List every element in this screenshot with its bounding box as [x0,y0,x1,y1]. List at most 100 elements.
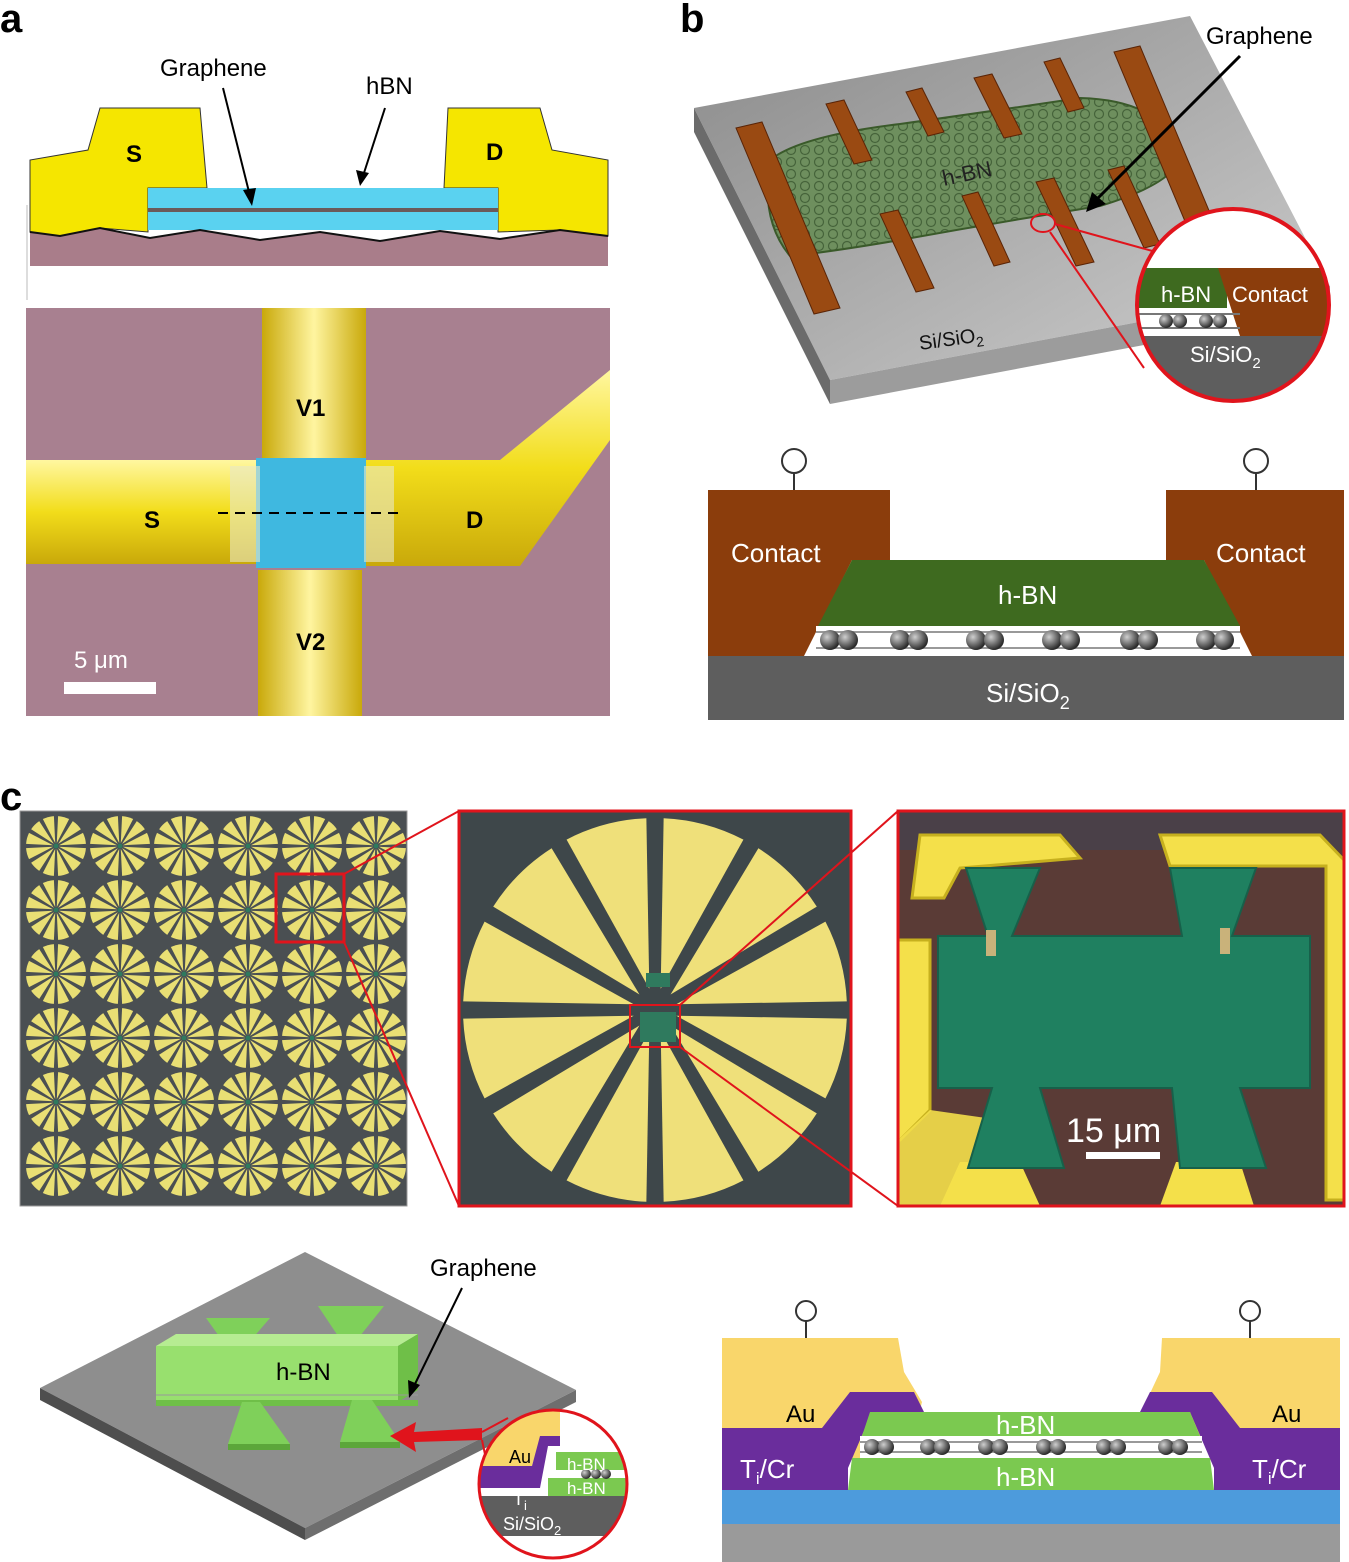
pad-petal [184,880,198,908]
pad-petal [106,816,120,844]
pad-petal [218,1152,246,1166]
pad-petal [90,1152,118,1166]
pad-petal [154,846,182,860]
pad-petal [351,1168,374,1191]
pad-petal [250,910,278,924]
pad-petal [362,976,376,1004]
pad-petal [378,1102,406,1116]
pad-petal [95,885,118,908]
pad-petal [248,944,262,972]
pad-petal [378,1104,401,1127]
pad-petal [248,848,262,876]
pad-petal [250,949,273,972]
pad-petal [282,1038,310,1052]
pad-petal [170,1008,184,1036]
pad-petal [314,1166,342,1180]
pad-petal [26,1152,54,1166]
pad-petal [159,976,182,999]
pad-petal [218,1038,246,1052]
pad-petal [58,974,86,988]
pad-petal [42,1136,56,1164]
pad-petal [376,816,390,844]
pad-petal [362,1104,376,1132]
cross-c-balls [864,1439,1188,1455]
array-zoom-box [274,872,346,944]
inset-hbn-top [556,1452,627,1470]
pad-petal [42,912,56,940]
graphene-label: Graphene [160,55,267,82]
pad-petal [362,880,376,908]
pad-petal [170,848,184,876]
pad-petal [346,1024,374,1038]
pad-petal [90,896,118,910]
pad-petal [287,1013,310,1036]
pad-petal [186,1102,214,1116]
drain-label-micro: D [466,507,483,534]
pad-petal [184,1136,198,1164]
pad-petal [58,896,86,910]
pad-petal [58,1038,86,1052]
pad-petal [159,949,182,972]
pad-petal [314,1077,337,1100]
inset-hbn-bottom [548,1478,627,1496]
pad-petal [282,846,310,860]
array-cell [90,1008,150,1068]
pad-petal [170,816,184,844]
pad-petal [362,1040,376,1068]
pad-petal [378,1152,406,1166]
inset-circle-c [477,1408,629,1560]
pad-petal [314,896,342,910]
pad-petal [223,848,246,871]
pad-petal [287,885,310,908]
pad-petal [376,1168,390,1196]
pad-petal [186,974,214,988]
pad-petal [184,1168,198,1196]
pad-petal [314,1168,337,1191]
pad-petal [31,912,54,935]
pad-petal [351,821,374,844]
pad-petal [298,944,312,972]
pad-petal [287,1040,310,1063]
pad-petal [351,1077,374,1100]
inset-c-substrate-label: Si/SiO2 [503,1514,561,1538]
pad-petal [312,1008,326,1036]
pad-petal [31,976,54,999]
iso-hbn-label: h-BN [276,1359,331,1386]
pad-petal [120,1072,134,1100]
pad-petal [223,885,246,908]
pad-petal [31,1040,54,1063]
pad-petal [362,1168,376,1196]
pad-petal [298,1040,312,1068]
pad-petal [95,976,118,999]
pad-petal [58,1141,81,1164]
pad-petal [250,1024,278,1038]
pad-petal [58,832,86,846]
pad-petal [31,1141,54,1164]
pad-petal [58,1040,81,1063]
pad-petal [120,1168,134,1196]
pad-petal [376,880,390,908]
panel-b: b h-BN [680,0,1344,720]
pad-petal [248,1136,262,1164]
pad-petal [170,976,184,1004]
pad-petal [282,1166,310,1180]
cross-contact-left [708,490,890,656]
pad-petal [298,816,312,844]
pad-petal [122,1088,150,1102]
panel-c: c [0,775,1346,1562]
pad-petal [106,880,120,908]
pad-petal [298,1136,312,1164]
cross-c-hbn-top [862,1412,1200,1436]
pad-petal [282,974,310,988]
pad-petal [351,1040,374,1063]
pad-petal [378,974,406,988]
pad-petal [95,1104,118,1127]
device-center [640,1012,676,1042]
contact-bar-left [735,121,841,315]
pad-petal [670,1025,817,1172]
inset-hbn-label: h-BN [1161,282,1211,307]
pad-petal [95,912,118,935]
pad-petal [378,1077,401,1100]
pad-petal [154,832,182,846]
